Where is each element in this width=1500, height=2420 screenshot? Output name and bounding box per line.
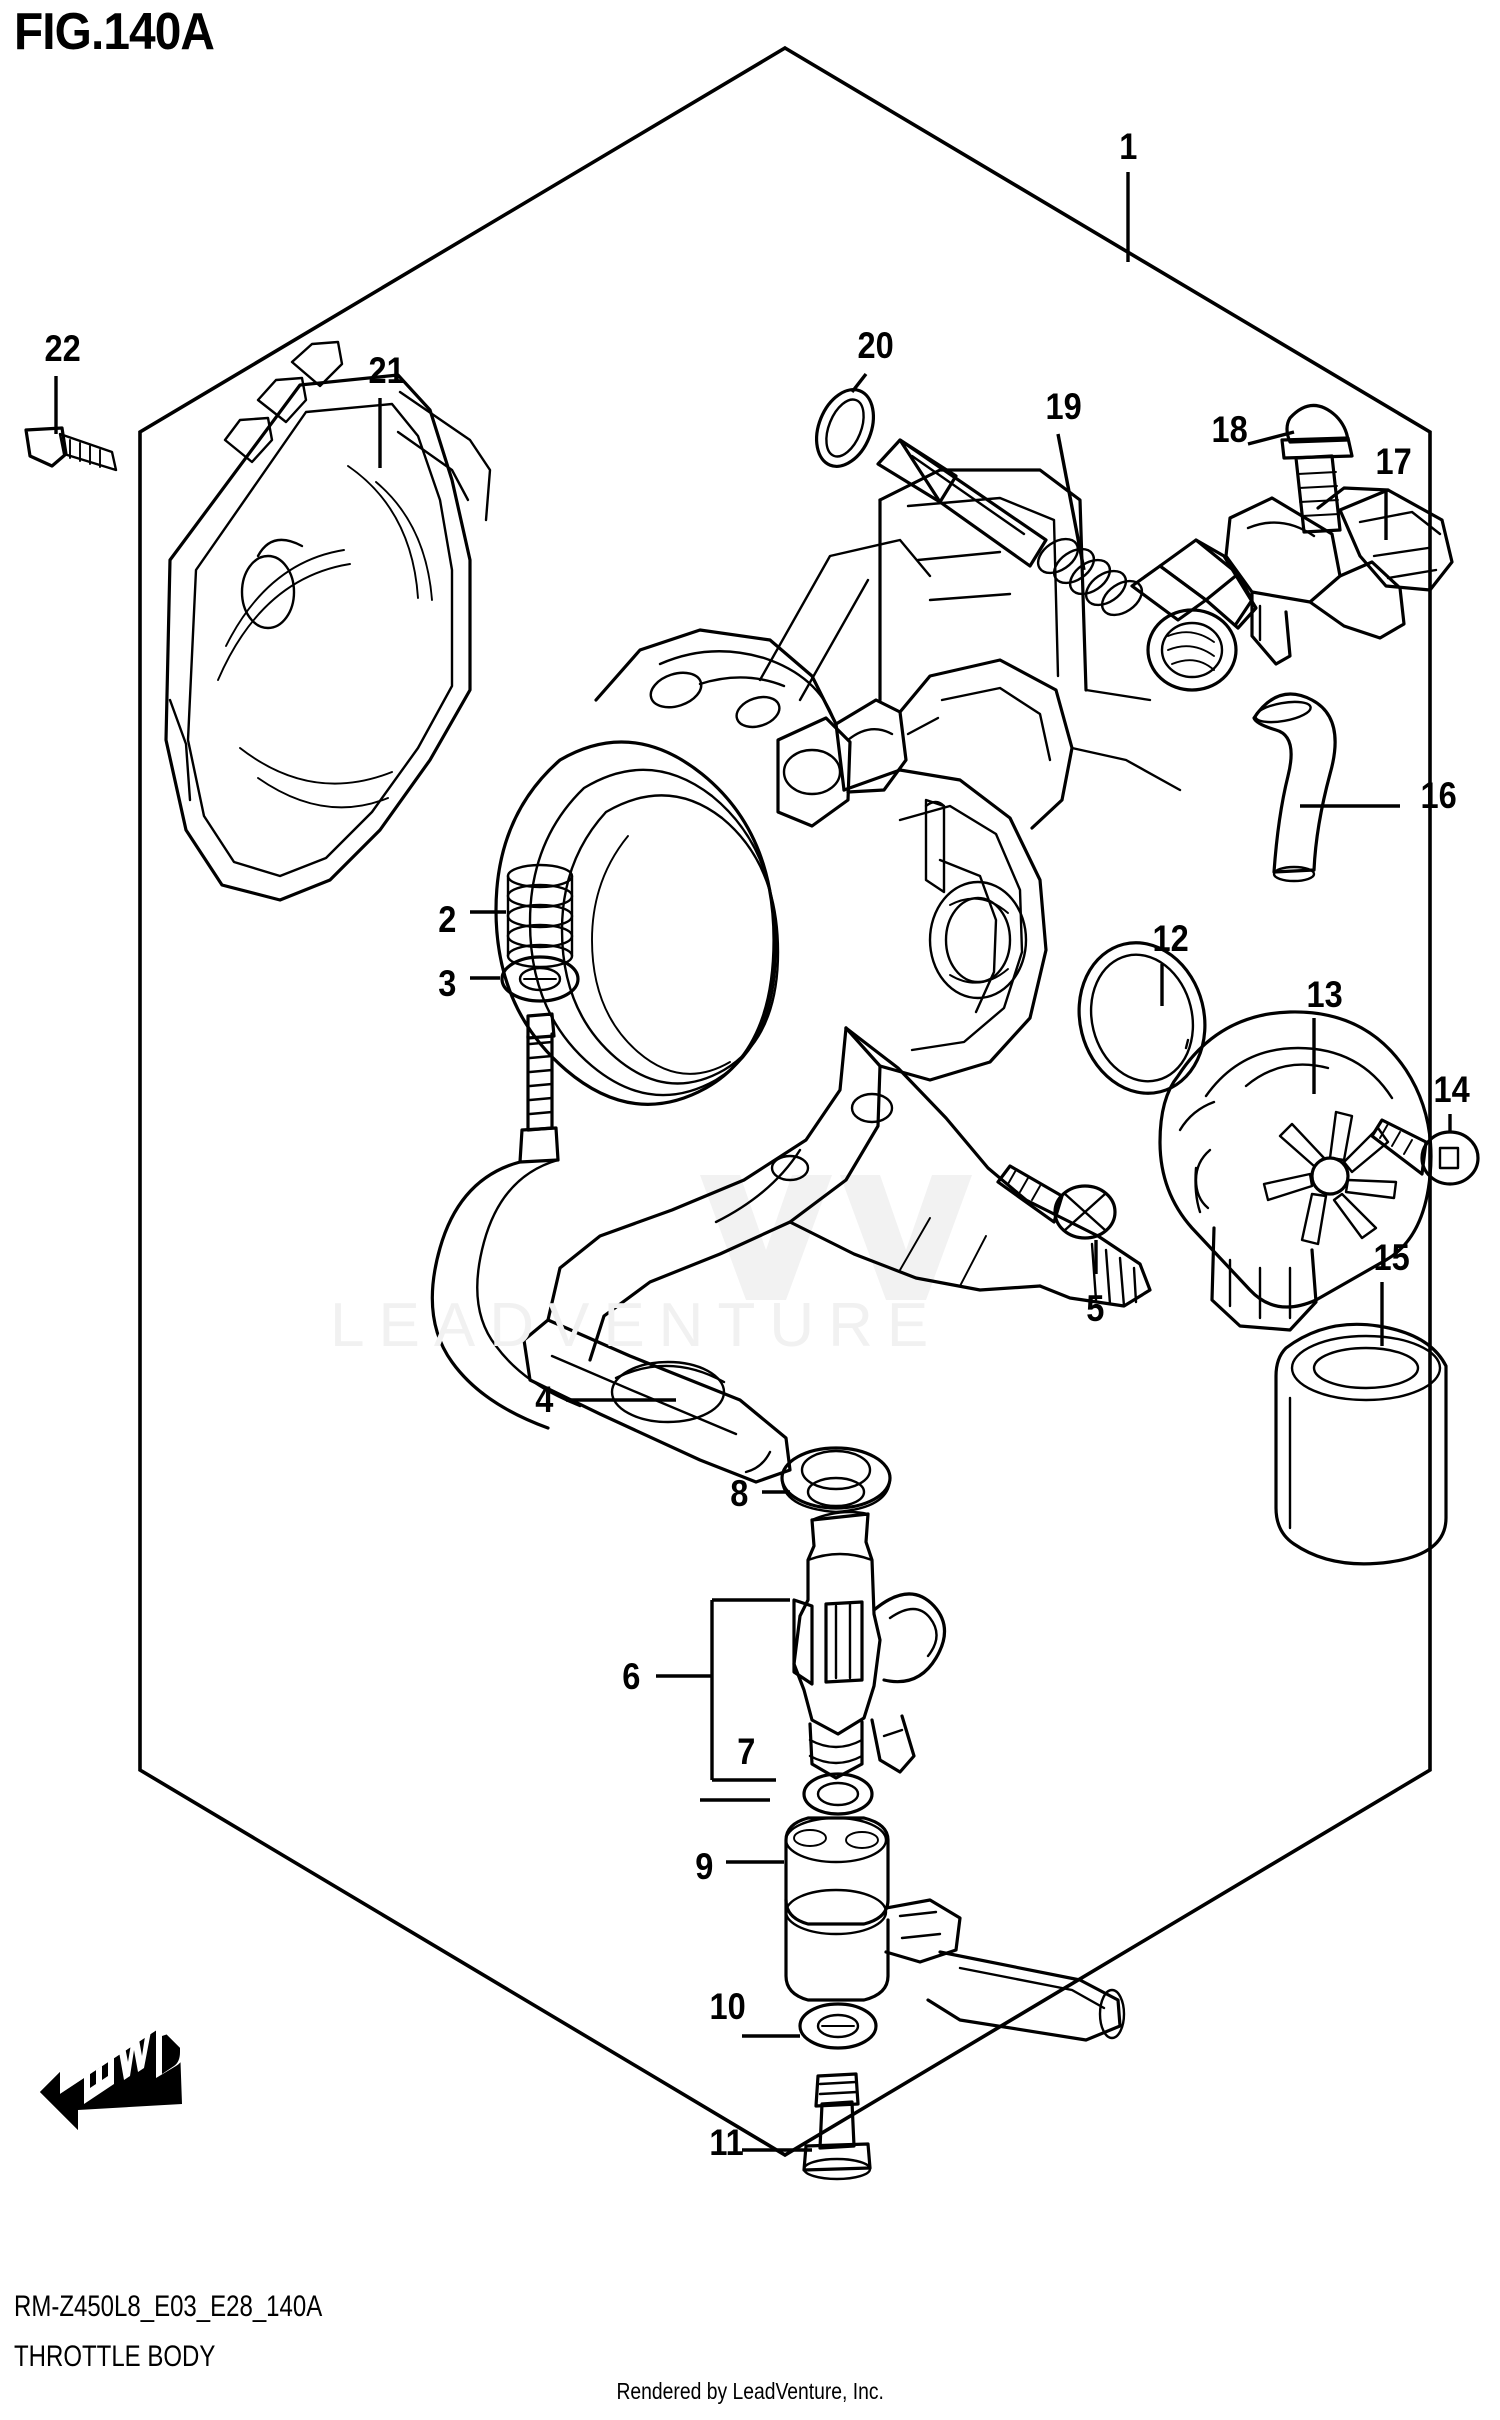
callout-17: 17 — [1375, 441, 1412, 482]
callout-1: 1 — [1119, 126, 1138, 167]
figure-title: FIG.140A — [14, 3, 215, 61]
callout-7: 7 — [737, 1731, 756, 1772]
reference-code: RM-Z450L8_E03_E28_140A — [14, 2290, 323, 2323]
part-1-throttle-body-assembly — [494, 468, 1182, 1484]
render-credit-text: Rendered by LeadVenture, Inc. — [616, 2378, 884, 2404]
part-7-o-ring-small — [802, 1772, 874, 1816]
leader-lines — [54, 172, 1452, 2152]
callout-16: 16 — [1420, 775, 1457, 816]
callout-9: 9 — [695, 1846, 714, 1887]
callout-2: 2 — [438, 899, 457, 940]
part-15-air-filter-cap — [1274, 1322, 1448, 1566]
callout-3: 3 — [438, 963, 457, 1004]
callout-18: 18 — [1211, 409, 1248, 450]
part-10-washer — [798, 2002, 878, 2050]
diagram-frame — [138, 45, 1432, 2158]
part-12-o-ring-large — [1077, 941, 1207, 1095]
callout-11: 11 — [709, 2122, 744, 2163]
callout-14: 14 — [1433, 1069, 1470, 1110]
part-18-flange-bolt — [1280, 403, 1354, 534]
callout-5: 5 — [1086, 1288, 1105, 1329]
callout-19: 19 — [1045, 386, 1082, 427]
part-3-washer — [500, 955, 580, 1003]
section-name: THROTTLE BODY — [14, 2340, 216, 2373]
part-11-bolt — [802, 2072, 872, 2181]
callout-10: 10 — [709, 1986, 746, 2027]
part-16-vacuum-hose — [1252, 692, 1337, 883]
part-9-fuel-delivery-pipe — [784, 1816, 1126, 2042]
part-13-idle-speed-control-motor — [1158, 1010, 1433, 1332]
part-5-screw — [996, 1164, 1117, 1240]
callout-4: 4 — [535, 1379, 554, 1420]
part-4-throttle-cable-bracket — [430, 1012, 582, 1430]
part-22-screw — [24, 426, 118, 472]
part-19-fuel-injector — [876, 438, 1258, 692]
part-8-seal-ring — [780, 1446, 892, 1514]
watermark-text: LEADVENTURE — [330, 1291, 943, 1360]
callout-15: 15 — [1373, 1237, 1410, 1278]
watermark-logo — [700, 1175, 972, 1300]
part-2-spring — [506, 863, 574, 969]
part-20-o-ring — [815, 388, 875, 468]
callout-20: 20 — [857, 325, 894, 366]
callout-22: 22 — [44, 328, 81, 369]
callout-8: 8 — [730, 1473, 749, 1514]
part-21-throttle-cable-bracket-cover — [164, 340, 492, 902]
part-17-throttle-position-sensor — [1224, 486, 1454, 666]
callout-6: 6 — [622, 1656, 641, 1697]
part-14-screw — [1370, 1118, 1480, 1186]
callout-12: 12 — [1152, 918, 1189, 959]
fwd-direction-arrow — [40, 2010, 186, 2130]
part-6-fuel-injector-assembly — [792, 1476, 947, 1780]
callout-21: 21 — [368, 350, 405, 391]
callout-13: 13 — [1306, 974, 1343, 1015]
render-credit: Rendered by LeadVenture, Inc. — [0, 2378, 1500, 2405]
